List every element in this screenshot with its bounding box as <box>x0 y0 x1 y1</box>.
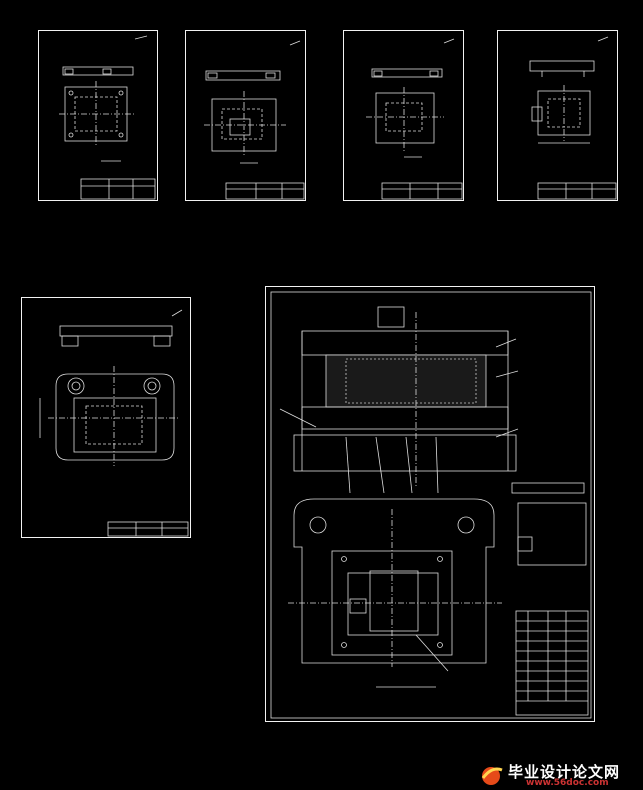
part-drawing-1 <box>59 35 156 200</box>
drawing-sheet-5 <box>21 297 191 538</box>
part-drawing-5 <box>39 309 189 537</box>
part-drawing-3 <box>366 38 463 200</box>
watermark-url: www.56doc.com <box>526 778 609 788</box>
part-drawing-4 <box>529 36 617 200</box>
drawing-sheet-3 <box>343 30 464 201</box>
drawing-sheet-4 <box>497 30 618 201</box>
assembly-sheet <box>265 286 595 722</box>
watermark-logo-icon <box>481 767 503 785</box>
watermark-text: 毕业设计论文网 <box>508 763 621 781</box>
drawing-sheet-2 <box>185 30 306 201</box>
watermark: 毕业设计论文网 www.56doc.com <box>478 760 643 790</box>
part-drawing-2 <box>204 40 305 200</box>
assembly-drawing <box>270 291 592 719</box>
drawing-sheet-1 <box>38 30 158 201</box>
